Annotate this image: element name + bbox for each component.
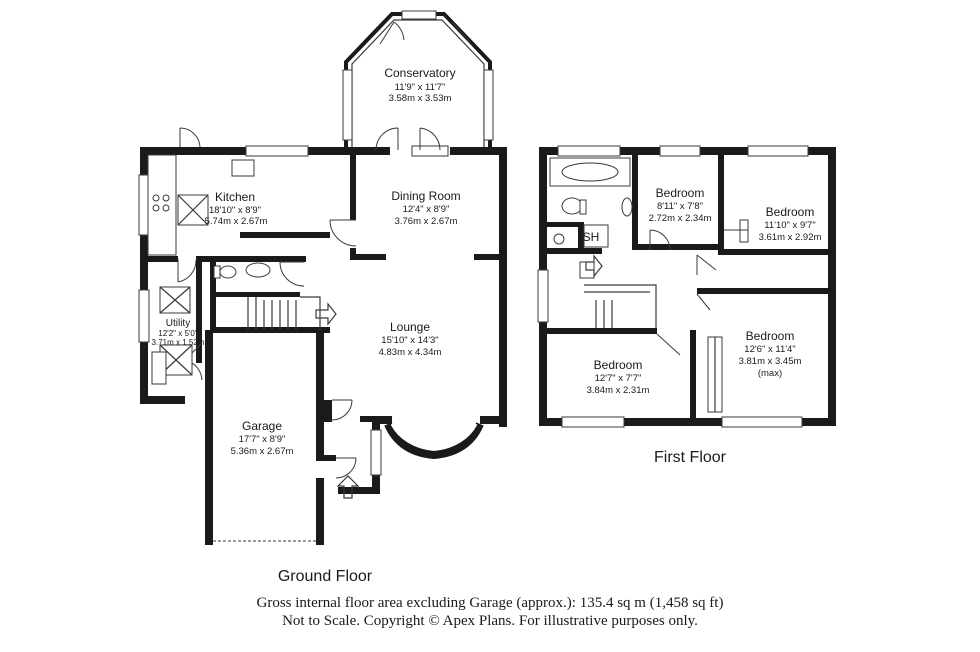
kitchen-name: Kitchen <box>215 190 255 204</box>
bedroom-left-bottom-imperial: 12'7" x 7'7" <box>595 373 642 384</box>
ground-floor-doors <box>177 127 441 479</box>
bedroom-right-top-name: Bedroom <box>766 205 815 219</box>
garage-imperial: 17'7" x 8'9" <box>239 434 286 445</box>
disclaimer-note: Not to Scale. Copyright © Apex Plans. Fo… <box>282 613 698 629</box>
bedroom-right-bottom-metric: 3.81m x 3.45m <box>739 356 802 367</box>
shower-label: SH <box>583 230 600 244</box>
first-floor-fixtures <box>549 157 749 413</box>
garage-metric: 5.36m x 2.67m <box>231 446 294 457</box>
bedroom-right-bottom-imperial: 12'6" x 11'4" <box>744 344 795 355</box>
dining-label: Dining Room 12'4" x 8'9" 3.76m x 2.67m <box>391 189 460 227</box>
bedroom-small-imperial: 8'11" x 7'8" <box>657 201 703 212</box>
utility-imperial: 12'2" x 5'0" <box>158 329 198 338</box>
first-floor-plan: Bedroom 8'11" x 7'8" 2.72m x 2.34m Bedro… <box>537 145 836 466</box>
utility-metric: 3.71m x 1.52m <box>152 338 205 347</box>
bedroom-left-bottom-metric: 3.84m x 2.31m <box>587 385 650 396</box>
first-floor-stairs <box>584 254 657 328</box>
bedroom-right-bottom-label: Bedroom 12'6" x 11'4" 3.81m x 3.45m (max… <box>739 329 802 379</box>
bedroom-small-label: Bedroom 8'11" x 7'8" 2.72m x 2.34m <box>649 186 712 224</box>
conservatory-label: Conservatory 11'9" x 11'7" 3.58m x 3.53m <box>384 66 455 104</box>
dining-name: Dining Room <box>391 189 460 203</box>
garage-name: Garage <box>242 419 282 433</box>
conservatory-imperial: 11'9" x 11'7" <box>395 82 446 93</box>
kitchen-label: Kitchen 18'10" x 8'9" 5.74m x 2.67m <box>205 190 268 227</box>
lounge-label: Lounge 15'10" x 14'3" 4.83m x 4.34m <box>379 320 442 358</box>
kitchen-metric: 5.74m x 2.67m <box>205 216 268 227</box>
first-floor-doors <box>649 229 748 356</box>
kitchen-fixtures <box>147 154 255 256</box>
bedroom-right-bottom-name: Bedroom <box>746 329 795 343</box>
bedroom-left-bottom-name: Bedroom <box>594 358 643 372</box>
ground-floor-plan: Conservatory 11'9" x 11'7" 3.58m x 3.53m… <box>138 10 507 585</box>
lounge-name: Lounge <box>390 320 430 334</box>
bedroom-small-metric: 2.72m x 2.34m <box>649 213 712 224</box>
bedroom-left-bottom-label: Bedroom 12'7" x 7'7" 3.84m x 2.31m <box>587 358 650 396</box>
lounge-bay-window <box>384 422 484 460</box>
lounge-metric: 4.83m x 4.34m <box>379 347 442 358</box>
first-floor-label: First Floor <box>654 449 727 466</box>
bedroom-right-top-label: Bedroom 11'10" x 9'7" 3.61m x 2.92m <box>759 205 822 243</box>
garage-label: Garage 17'7" x 8'9" 5.36m x 2.67m <box>231 419 294 457</box>
conservatory-walls <box>342 10 494 150</box>
utility-label: Utility 12'2" x 5'0" 3.71m x 1.52m <box>152 318 205 347</box>
ground-floor-windows <box>138 145 449 476</box>
area-note: Gross internal floor area excluding Gara… <box>256 595 724 611</box>
dining-imperial: 12'4" x 8'9" <box>403 204 450 215</box>
bedroom-small-name: Bedroom <box>656 186 705 200</box>
conservatory-name: Conservatory <box>384 66 455 80</box>
entrance-arrow <box>336 475 360 499</box>
first-floor-windows <box>537 145 809 428</box>
conservatory-metric: 3.58m x 3.53m <box>389 93 452 104</box>
bedroom-right-top-imperial: 11'10" x 9'7" <box>764 220 815 231</box>
utility-name: Utility <box>166 318 190 329</box>
ground-floor-stairs <box>247 296 337 330</box>
bedroom-right-bottom-note: (max) <box>758 368 782 379</box>
ground-floor-label: Ground Floor <box>278 568 373 585</box>
utility-fixtures <box>151 286 193 385</box>
kitchen-imperial: 18'10" x 8'9" <box>209 205 261 216</box>
dining-metric: 3.76m x 2.67m <box>395 216 458 227</box>
wc-fixtures <box>213 262 271 279</box>
bedroom-right-top-metric: 3.61m x 2.92m <box>759 232 822 243</box>
lounge-imperial: 15'10" x 14'3" <box>381 335 438 346</box>
